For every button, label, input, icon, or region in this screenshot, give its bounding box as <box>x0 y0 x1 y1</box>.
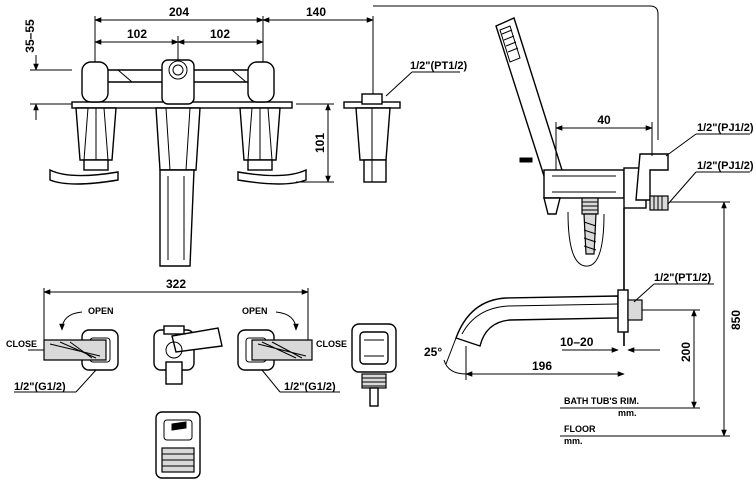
label-close-right: CLOSE <box>316 339 347 349</box>
label-open-right: OPEN <box>242 306 268 316</box>
dim-850: 850 <box>729 310 743 330</box>
dim-35-55: 35–55 <box>23 19 37 53</box>
dim-140: 140 <box>306 5 326 19</box>
front-view: 204 140 102 102 35–55 <box>23 5 468 267</box>
dim-40: 40 <box>597 113 611 127</box>
thread-top-inlet: 1/2"(PT1/2) <box>410 60 468 72</box>
dim-101: 101 <box>313 133 327 153</box>
dim-196: 196 <box>532 359 552 373</box>
dim-322: 322 <box>166 277 186 291</box>
label-bath-rim-unit: mm. <box>618 408 637 418</box>
thread-spout-inlet: 1/2"(PT1/2) <box>654 272 712 284</box>
thread-shower-a: 1/2"(PJ1/2) <box>697 122 754 134</box>
thread-left-valve: 1/2"(G1/2) <box>14 381 66 393</box>
label-open-left: OPEN <box>88 306 114 316</box>
dim-angle-25: 25° <box>424 345 442 359</box>
dim-200: 200 <box>679 342 693 362</box>
dim-102-right: 102 <box>210 27 230 41</box>
frame-line <box>373 5 659 140</box>
label-bath-rim: BATH TUB'S RIM. <box>564 396 639 406</box>
label-close-left: CLOSE <box>6 339 37 349</box>
dim-10-20: 10–20 <box>560 335 594 349</box>
thread-shower-b: 1/2"(PJ1/2) <box>697 160 754 172</box>
dim-204: 204 <box>169 5 189 19</box>
label-floor: FLOOR <box>564 424 596 434</box>
thread-right-valve: 1/2"(G1/2) <box>284 381 336 393</box>
dim-102-left: 102 <box>127 27 147 41</box>
side-view: 40 1/2"(PJ1/2) 1/2"(PJ1/2) 1/2"(PT1/2) 2… <box>424 17 754 446</box>
label-floor-unit: mm. <box>564 436 583 446</box>
plan-view: 322 OPEN OPEN CLOSE CLOSE 1/2"(G1/2) 1/2… <box>6 277 397 479</box>
